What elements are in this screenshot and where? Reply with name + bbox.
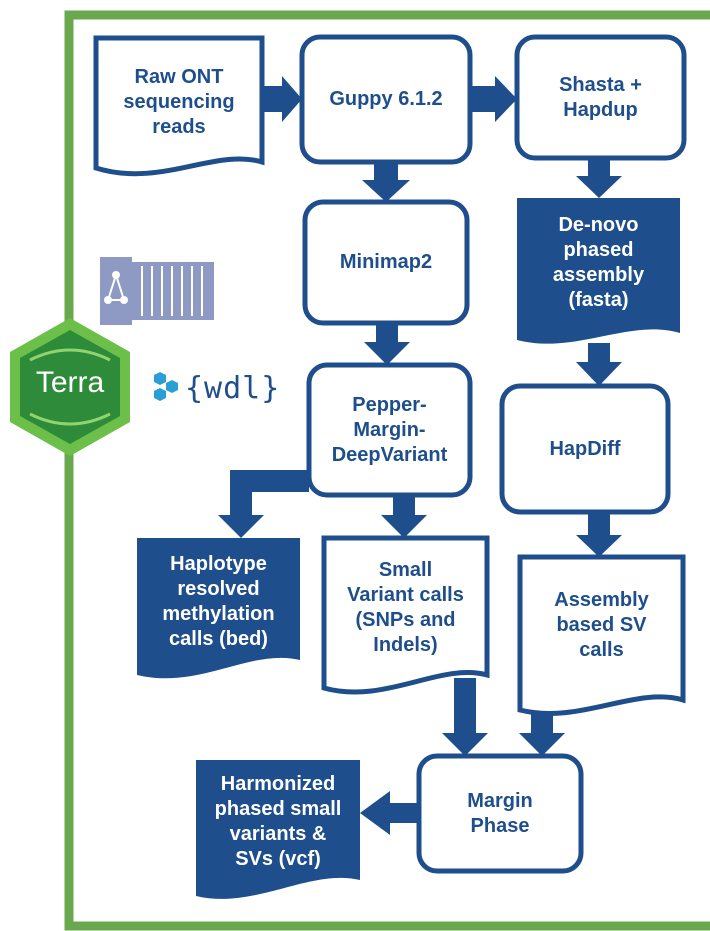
harmonized-label: Harmonized phased small variants & SVs (… [214,773,342,870]
arrow-denovo-to-hapdiff [576,343,622,386]
arrow-guppy-to-minimap [362,162,410,202]
arrow-shasta-to-denovo [576,158,622,198]
arrow-minimap-to-pepper [364,323,410,365]
small-variants-label: Small Variant calls (SNPs and Indels) [347,558,464,656]
denovo-label: De-novo phased assembly (fasta) [552,213,645,311]
wdl-icon [154,372,178,401]
guppy-label: Guppy 6.1.2 [329,88,443,110]
minimap-label: Minimap2 [339,251,433,273]
margin-phase-label: Margin Phase [467,789,533,837]
raw-reads-label: Raw ONT sequencing reads [123,65,235,138]
assembly-sv-label: Assembly based SV calls [554,588,649,661]
arrow-pepper-to-small [381,495,427,538]
hapdiff-label: HapDiff [549,437,621,460]
pepper-label: Pepper- Margin- DeepVariant [331,393,448,466]
shasta-label: Shasta + Hapdup [559,73,642,121]
outer-frame [64,10,710,931]
assembly-sv-node [517,554,686,716]
hapdiff-node [499,383,671,515]
haplotype-node [137,538,300,679]
arrow-raw-to-guppy [262,76,302,122]
wdl-text: {wdl} [185,370,281,406]
arrow-assembly-to-margin [519,703,565,756]
margin-phase-node [416,753,584,874]
terra-logo [10,318,130,456]
shasta-node [514,34,687,161]
terra-text: Terra [35,366,105,399]
pepper-node [306,362,473,498]
denovo-node [517,198,680,344]
arrow-pepper-to-haplotype [218,470,309,538]
small-variants-node [321,535,490,695]
guppy-node [299,34,473,165]
arrow-guppy-to-shasta [470,76,517,122]
container-icon [100,257,214,325]
arrow-hapdiff-to-assembly [576,512,622,557]
harmonized-node [196,760,360,899]
minimap-node [302,199,470,326]
arrow-small-to-margin [442,678,488,756]
haplotype-label: Haplotype resolved methylation calls (be… [162,553,275,650]
arrow-margin-to-harmonized [360,791,419,835]
raw-reads-node [93,35,265,177]
